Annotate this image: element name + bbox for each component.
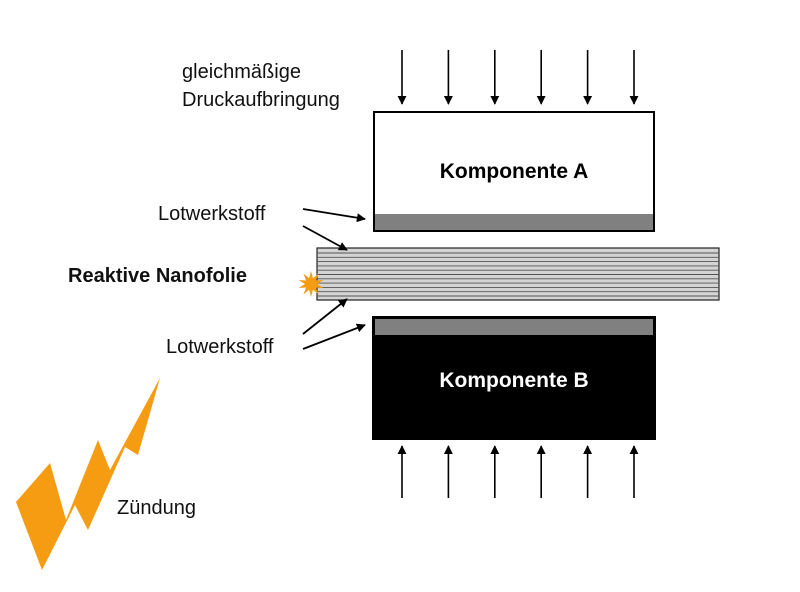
- lightning-bolt-icon: [16, 378, 160, 570]
- solder-bottom-pointer-arrow: [302, 323, 366, 350]
- nanofoil-layers: [317, 252, 719, 297]
- pressure-arrows-bottom: [397, 445, 639, 498]
- component-b: Komponente B: [372, 316, 656, 440]
- component-b-body: [372, 316, 656, 440]
- component-a-label: Komponente A: [440, 160, 589, 183]
- solder-layer-top: [375, 214, 653, 230]
- reactive-nanofoil: [316, 247, 720, 301]
- foil-bottom-pointer-arrow: [302, 298, 348, 335]
- component-a-body: [373, 111, 655, 232]
- pressure-label-line1: gleichmäßige: [182, 61, 301, 83]
- solder-layer-bottom: [375, 319, 653, 335]
- solder-label-top: Lotwerkstoff: [158, 203, 266, 225]
- ignition-label: Zündung: [117, 497, 196, 519]
- pressure-label-line2: Druckaufbringung: [182, 89, 340, 111]
- solder-top-pointer-arrow: [302, 208, 366, 223]
- pressure-arrows-top: [397, 50, 639, 105]
- nanofoil-label: Reaktive Nanofolie: [68, 265, 247, 287]
- spark-burst-icon: [298, 271, 324, 297]
- solder-label-bottom: Lotwerkstoff: [166, 336, 274, 358]
- component-b-label: Komponente B: [439, 369, 588, 392]
- nanofoil-body: [316, 247, 720, 301]
- component-a: Komponente A: [373, 111, 655, 232]
- foil-top-pointer-arrow: [302, 225, 348, 251]
